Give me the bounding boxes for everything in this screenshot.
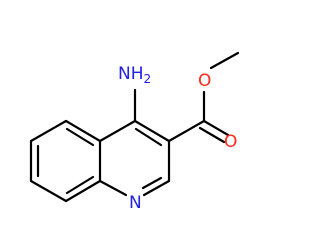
bond bbox=[209, 51, 240, 70]
amine-h-count: 2 bbox=[144, 72, 152, 86]
carbonyl-oxygen-label: O bbox=[224, 132, 237, 152]
bond bbox=[29, 119, 68, 143]
ether-oxygen-label: O bbox=[198, 71, 211, 91]
amine-label: NH2 bbox=[118, 64, 151, 86]
bond bbox=[202, 119, 230, 137]
bond bbox=[141, 176, 163, 190]
bond bbox=[98, 179, 128, 197]
molecule-canvas: NH2 N O O bbox=[29, 51, 240, 213]
bond bbox=[29, 179, 68, 203]
bond bbox=[167, 119, 206, 143]
bond bbox=[134, 127, 163, 147]
bond bbox=[142, 179, 171, 197]
bond bbox=[64, 119, 102, 143]
amine-h-symbol: H bbox=[131, 64, 144, 84]
bond bbox=[133, 119, 171, 143]
structure-drawing: NH2 N O O bbox=[29, 51, 240, 213]
bond bbox=[65, 175, 95, 195]
amine-n-symbol: N bbox=[118, 64, 131, 84]
bond bbox=[198, 126, 226, 144]
ring-nitrogen-label: N bbox=[129, 193, 142, 213]
bond bbox=[64, 179, 102, 203]
bond bbox=[98, 119, 137, 143]
bond bbox=[65, 127, 95, 147]
